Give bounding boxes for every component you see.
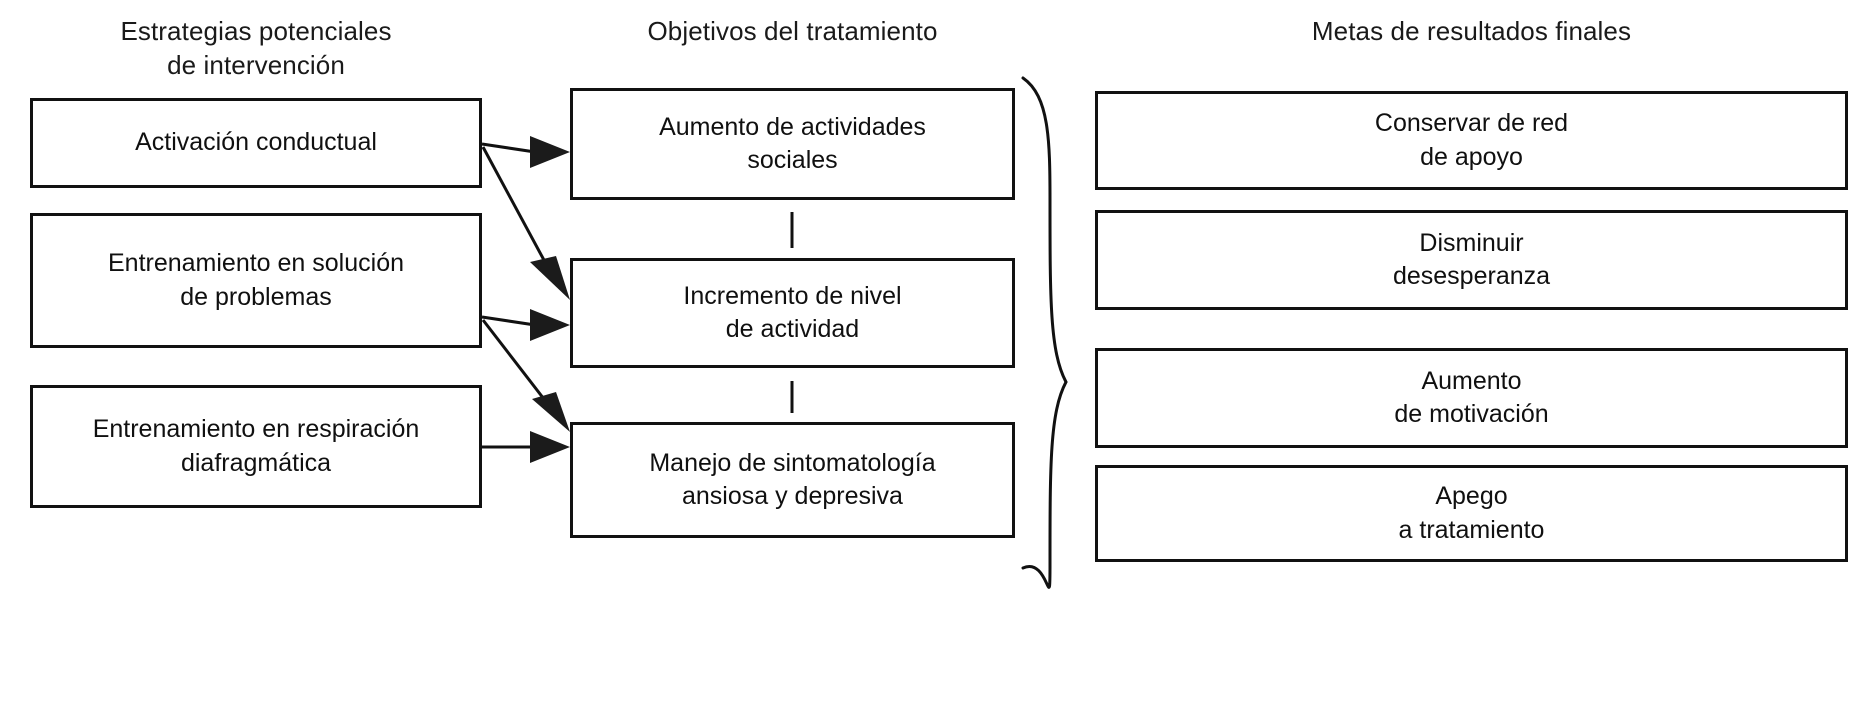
node-incremento-nivel-actividad[interactable]: Incremento de nivel de actividad <box>570 258 1015 368</box>
grouping-brace-icon <box>1021 76 1068 589</box>
arrow-respiracion-to-sintomatologia <box>482 431 570 463</box>
column-header-objectives: Objetivos del tratamiento <box>647 16 938 46</box>
node-manejo-sintomatologia[interactable]: Manejo de sintomatología ansiosa y depre… <box>570 422 1015 538</box>
node-activacion-conductual[interactable]: Activación conductual <box>30 98 482 188</box>
node-apego-tratamiento[interactable]: Apego a tratamiento <box>1095 465 1848 562</box>
node-solucion-problemas[interactable]: Entrenamiento en solución de problemas <box>30 213 482 348</box>
arrow-solucion-to-sintomatologia <box>481 319 570 432</box>
node-respiracion-diafragmatica[interactable]: Entrenamiento en respiración diafragmáti… <box>30 385 482 508</box>
arrow-conductual-to-nivel <box>481 146 570 300</box>
node-actividades-sociales[interactable]: Aumento de actividades sociales <box>570 88 1015 200</box>
column-header-outcomes: Metas de resultados finales <box>1311 16 1632 46</box>
node-disminuir-desesperanza[interactable]: Disminuir desesperanza <box>1095 210 1848 310</box>
node-aumento-motivacion[interactable]: Aumento de motivación <box>1095 348 1848 448</box>
node-conservar-red-apoyo[interactable]: Conservar de red de apoyo <box>1095 91 1848 190</box>
arrow-conductual-to-sociales <box>481 136 570 168</box>
arrow-solucion-to-nivel <box>481 309 570 341</box>
column-header-intervention: Estrategias potenciales de intervención <box>120 16 392 81</box>
